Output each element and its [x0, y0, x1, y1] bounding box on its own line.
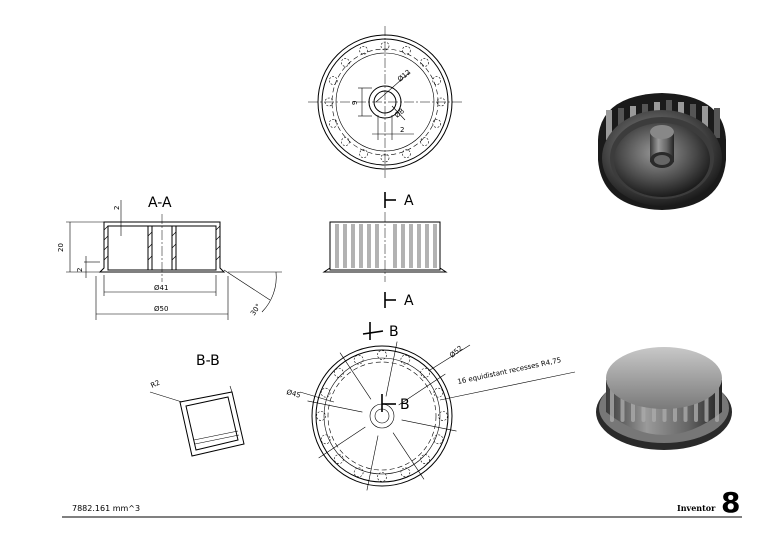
top-view-recesses [324, 41, 446, 163]
inventor-brand-text: Inventor [677, 503, 716, 513]
aa-dimension-angle-30: 30° [249, 302, 263, 317]
aa-dimension-2-top: 2 [113, 206, 121, 210]
aa-dimension-2-side: 2 [76, 268, 84, 272]
section-bb-title: B-B [196, 353, 220, 369]
bb-dimension-r2: R2 [149, 379, 161, 390]
section-marker-a-bottom-label: A [404, 293, 414, 309]
bottom-dimension-dia-45: Ø45 [285, 388, 301, 399]
aa-dimension-20: 20 [57, 243, 65, 252]
inventor-brand-number: 8 [721, 486, 740, 519]
dimension-2-top: 2 [400, 126, 404, 134]
front-view [322, 212, 448, 282]
section-aa-title: A-A [148, 195, 172, 211]
bottom-dimension-dia-52: Ø52 [448, 344, 464, 359]
dimension-9: 9 [351, 101, 359, 105]
aa-dimension-dia-41: Ø41 [154, 284, 168, 292]
volume-readout: 7882.161 mm^3 [72, 504, 140, 513]
section-marker-a-top-label: A [404, 193, 414, 209]
iso-render-inside [598, 93, 726, 210]
section-aa-view [66, 200, 282, 320]
section-marker-b-center-label: B [400, 397, 410, 413]
section-marker-b-center [381, 394, 396, 412]
bottom-view [299, 341, 576, 491]
aa-dimension-dia-50: Ø50 [154, 305, 168, 313]
top-view [308, 26, 462, 178]
iso-render-outside [596, 347, 732, 450]
section-marker-b-top [362, 322, 384, 340]
recess-note: 16 equidistant recesses R4,75 [457, 356, 562, 386]
bottom-view-recesses [316, 350, 448, 482]
dimension-dia-12: Ø12 [396, 68, 412, 83]
section-marker-a-bottom [384, 292, 396, 308]
section-marker-a-top [384, 192, 396, 208]
section-marker-b-top-label: B [389, 324, 399, 340]
section-bb-view [149, 385, 245, 457]
